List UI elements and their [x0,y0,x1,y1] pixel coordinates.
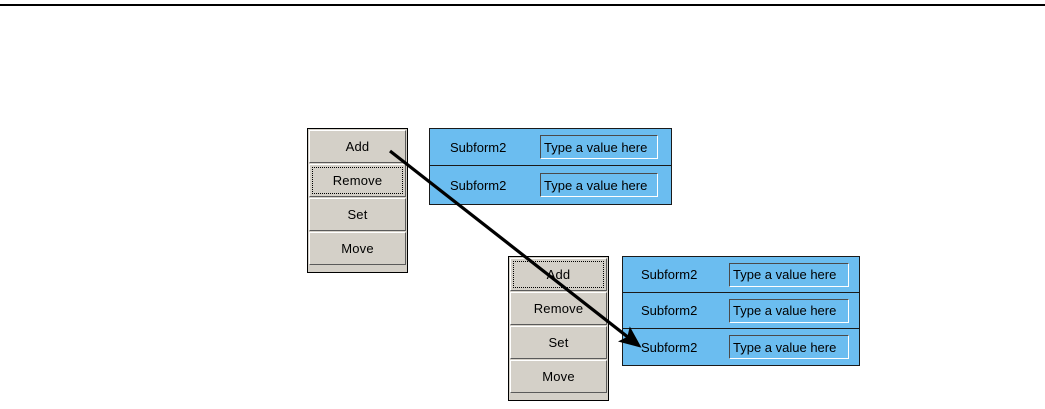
subform-panel-before: Subform2 Type a value here Subform2 Type… [429,128,672,205]
top-divider-rule [0,4,1045,6]
button-set[interactable]: Set [309,198,406,231]
button-remove[interactable]: Remove [309,164,406,197]
subform-row-label: Subform2 [450,139,507,155]
subform-row[interactable]: Subform2 Type a value here [623,257,859,293]
subform-row-label: Subform2 [641,303,698,318]
button-label: Set [548,335,569,350]
subform-row-label: Subform2 [641,339,698,355]
subform-value-input[interactable]: Type a value here [540,173,658,197]
button-label: Remove [533,301,584,316]
subform-panel-after: Subform2 Type a value here Subform2 Type… [622,256,860,366]
button-label: Set [347,207,368,222]
subform-row[interactable]: Subform2 Type a value here [430,129,671,166]
subform-row[interactable]: Subform2 Type a value here [430,166,671,204]
button-label: Add [546,267,571,282]
subform-value-input[interactable]: Type a value here [729,335,849,359]
button-label: Move [341,241,374,256]
subform-row[interactable]: Subform2 Type a value here [623,329,859,365]
button-panel-after: Add Remove Set Move [508,256,609,401]
button-add[interactable]: Add [309,130,406,163]
subform-row[interactable]: Subform2 Type a value here [623,293,859,329]
subform-value-input[interactable]: Type a value here [729,298,849,323]
subform-value-input[interactable]: Type a value here [729,262,849,287]
subform-row-label: Subform2 [641,267,698,282]
button-set[interactable]: Set [510,326,607,359]
button-label: Add [345,139,370,154]
button-label: Move [542,369,575,384]
button-remove[interactable]: Remove [510,292,607,325]
button-add[interactable]: Add [510,258,607,291]
button-move[interactable]: Move [309,232,406,265]
button-panel-before: Add Remove Set Move [307,128,408,273]
subform-value-input[interactable]: Type a value here [540,135,658,159]
button-move[interactable]: Move [510,360,607,393]
button-label: Remove [332,173,383,188]
subform-row-label: Subform2 [450,177,507,193]
